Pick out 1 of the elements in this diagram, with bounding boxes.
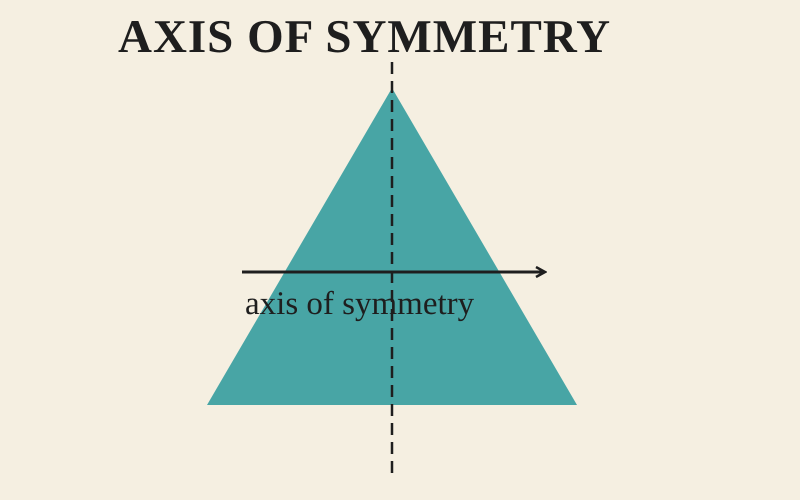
title: AXIS OF SYMMETRY	[118, 14, 612, 61]
